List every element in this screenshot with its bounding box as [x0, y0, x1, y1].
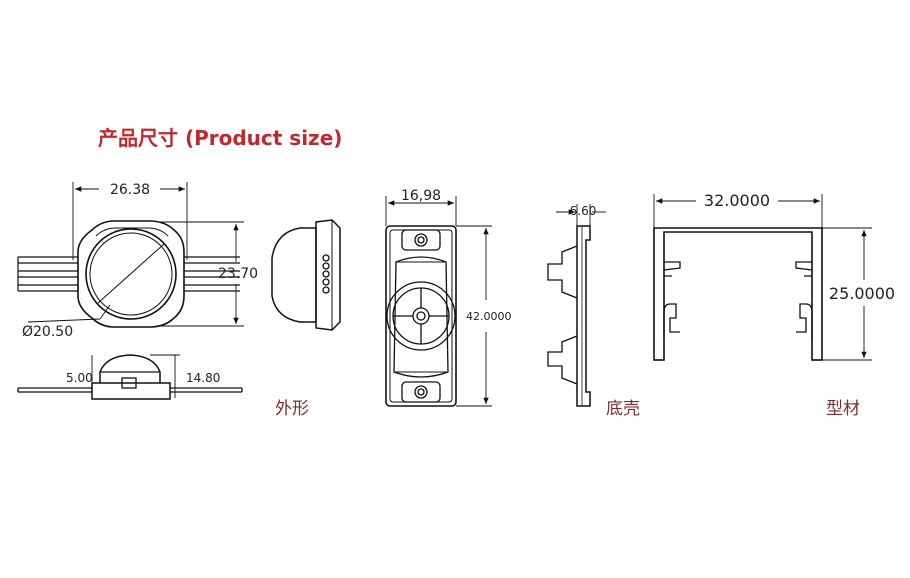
dim-shell-width [385, 196, 457, 226]
dim-label-lens-diameter: Ø20.50 [22, 324, 73, 340]
dim-label-profile-height: 25.0000 [829, 284, 895, 303]
dim-module-height [160, 221, 244, 327]
page-title: 产品尺寸 (Product size) [98, 126, 343, 150]
wires-right [184, 256, 240, 292]
module-front-view [17, 220, 240, 328]
dim-shell-depth [556, 204, 606, 226]
dim-module-width [72, 182, 188, 260]
dim-label-shell-width: 16,98 [401, 188, 441, 204]
lens-outer [85, 228, 177, 320]
caption-appearance: 外形 [275, 399, 309, 419]
base-shell-side-view [547, 225, 591, 407]
dim-label-shell-length: 42.0000 [466, 310, 512, 323]
lens-inner [89, 232, 173, 316]
dim-profile-height [822, 227, 872, 361]
dim-shell-length [456, 225, 492, 407]
caption-base-shell: 底壳 [606, 399, 640, 419]
dim-label-shell-depth: 6.60 [570, 204, 597, 218]
dim-label-profile-width: 32.0000 [704, 191, 770, 210]
module-housing [77, 220, 185, 328]
leader-lens-diameter [99, 304, 111, 320]
leader-lens-diameter-base [27, 318, 101, 323]
module-side-view [17, 354, 243, 400]
dim-profile-width [653, 194, 823, 228]
dim-side-heights [91, 354, 180, 398]
dim-label-module-height: 23.70 [218, 266, 258, 282]
profile-cross-section [653, 227, 823, 361]
dim-label-side-height: 14.80 [186, 371, 220, 385]
module-side-small [271, 219, 341, 331]
base-shell-top-view [385, 225, 457, 407]
dim-label-module-width: 26.38 [110, 182, 150, 198]
caption-profile: 型材 [826, 399, 860, 419]
dim-label-lens-height: 5.00 [66, 371, 93, 385]
wires-left [17, 256, 78, 292]
